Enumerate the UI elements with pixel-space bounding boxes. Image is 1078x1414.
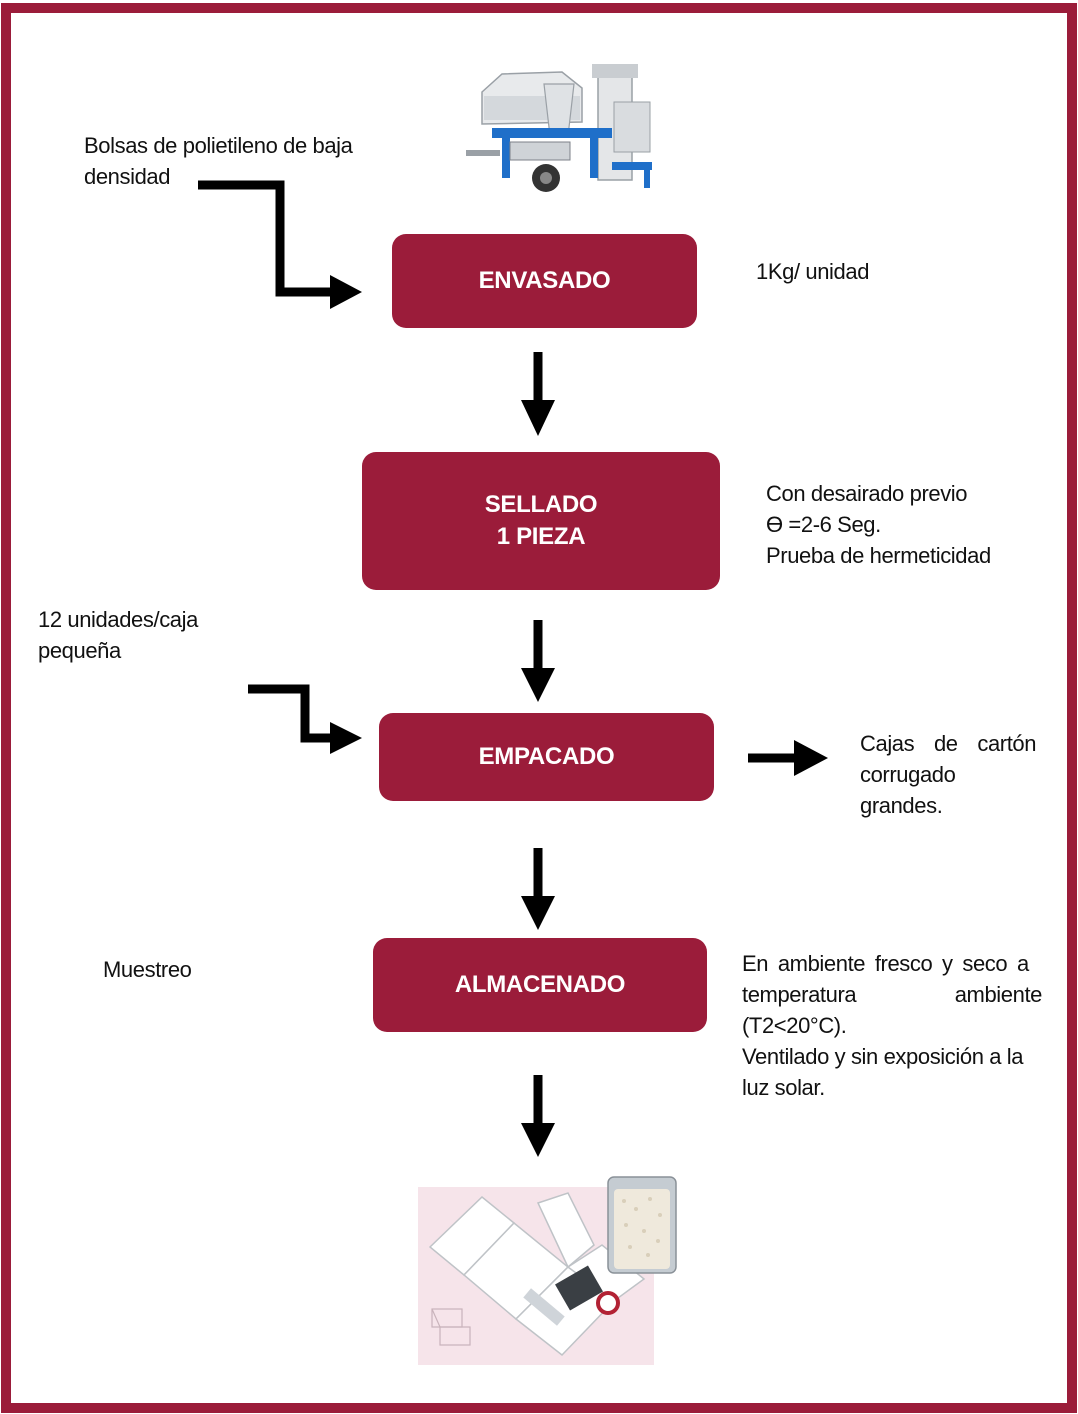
input-bolsas-line1: Bolsas de polietileno de baja (84, 133, 353, 158)
step-empacado-label: EMPACADO (478, 743, 615, 770)
step-envasado: ENVASADO (392, 234, 697, 328)
note-sellado-line2: ϴ =2-6 Seg. (766, 512, 881, 537)
note-almacenado-line4: Ventilado y sin exposición a la (742, 1044, 1024, 1069)
step-almacenado-label: ALMACENADO (454, 971, 626, 998)
muestreo-text: Muestreo (103, 957, 192, 982)
step-sellado-label-line2: 1 PIEZA (496, 523, 586, 550)
input-cajas-pequenas: 12 unidades/caja pequeña (38, 604, 238, 666)
step-envasado-label: ENVASADO (478, 267, 611, 294)
step-empacado: EMPACADO (379, 713, 714, 801)
note-empacado-line3: grandes. (860, 793, 943, 818)
muestreo-label: Muestreo (103, 954, 192, 985)
note-almacenado-word-0: temperatura (742, 982, 857, 1007)
packaging-box-and-bag-image (418, 1176, 677, 1365)
seed-cleaning-machine-image (466, 64, 652, 192)
input-cajas-line1: 12 unidades/caja (38, 607, 198, 632)
note-envasado-text: 1Kg/ unidad (756, 259, 870, 284)
step-almacenado: ALMACENADO (373, 938, 707, 1032)
input-cajas-line2: pequeña (38, 638, 121, 663)
input-arrow-cajas (248, 684, 332, 743)
note-almacenado-line2: temperatura ambiente (742, 979, 1042, 1010)
step-sellado: SELLADO 1 PIEZA (362, 452, 720, 590)
note-empacado-output: Cajas de cartón corrugado grandes. (860, 728, 1048, 821)
note-sellado-line1: Con desairado previo (766, 481, 968, 506)
note-almacenado-line1: En ambiente fresco y seco a (742, 951, 1029, 976)
note-almacenado-line2-text: temperatura ambiente (742, 979, 1042, 1010)
input-arrow-bolsas (198, 180, 332, 297)
note-sellado: Con desairado previo ϴ =2-6 Seg. Prueba … (766, 478, 1026, 571)
input-bolsas-line2: densidad (84, 164, 171, 189)
note-sellado-line3: Prueba de hermeticidad (766, 543, 991, 568)
note-almacenado-line5: luz solar. (742, 1075, 825, 1100)
step-sellado-label-line1: SELLADO (484, 491, 598, 518)
note-envasado: 1Kg/ unidad (756, 256, 869, 287)
note-almacenado: En ambiente fresco y seco a temperatura a… (742, 948, 1042, 1103)
note-empacado-line1: Cajas de cartón (860, 731, 1037, 756)
note-almacenado-word-1: ambiente (954, 982, 1043, 1007)
note-almacenado-line3: (T2<20°C). (742, 1013, 847, 1038)
note-empacado-line2: corrugado (860, 762, 956, 787)
input-bolsas: Bolsas de polietileno de baja densidad (84, 130, 384, 192)
